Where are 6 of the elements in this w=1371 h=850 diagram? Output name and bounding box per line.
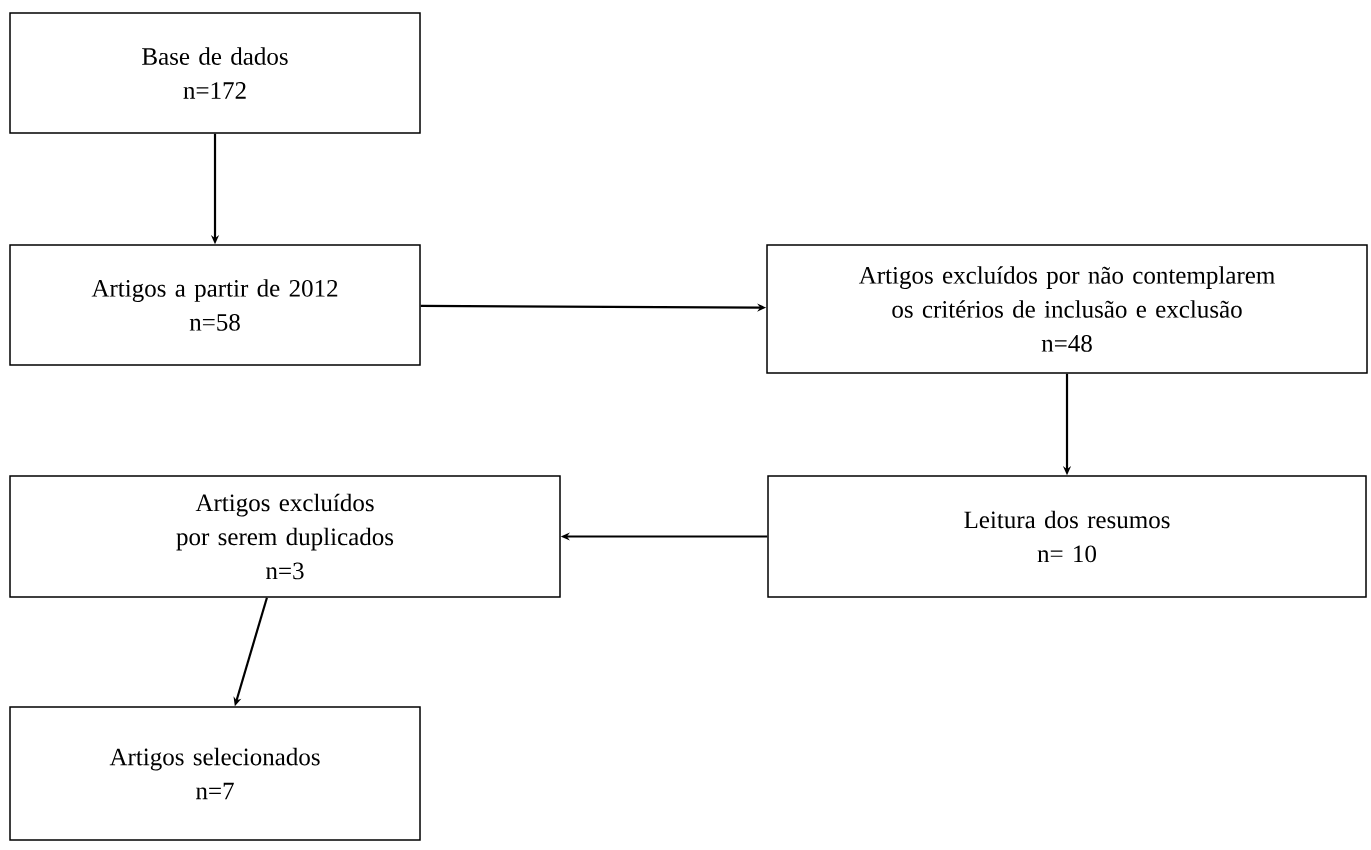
process-box: Base de dados n=172	[9, 12, 421, 134]
process-box: Artigos excluídos por serem duplicados n=3	[9, 475, 561, 598]
process-box: Artigos excluídos por não contemplarem os critérios de inclusão e exclusão n=48	[766, 244, 1368, 374]
process-box: Artigos a partir de 2012 n=58	[9, 244, 421, 366]
process-box: Leitura dos resumos n= 10	[767, 475, 1367, 598]
process-box: Artigos selecionados n=7	[9, 706, 421, 841]
